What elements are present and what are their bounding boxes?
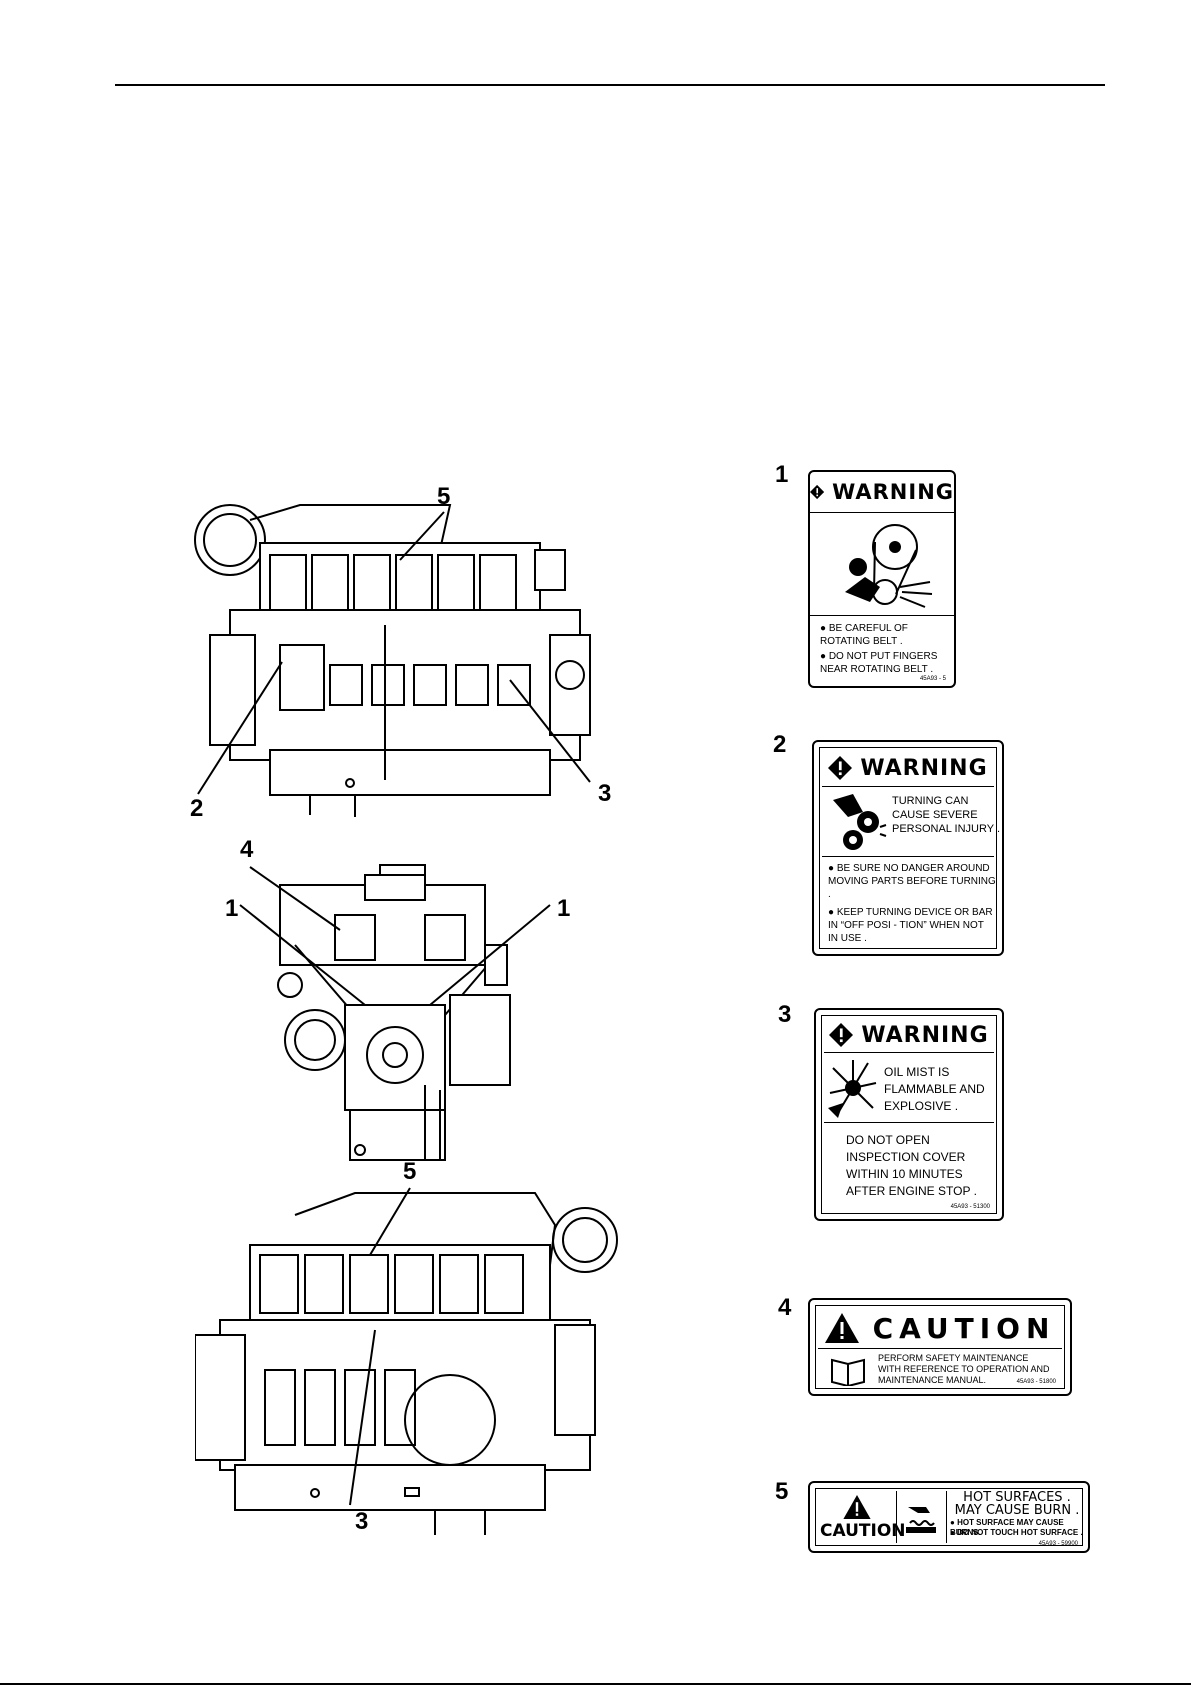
label2-message: TURNING CAN CAUSE SEVERE PERSONAL INJURY…	[892, 795, 1000, 835]
signal-word: CAUTION	[820, 1521, 906, 1541]
leader-lines-front	[239, 866, 551, 1006]
hot-surface-icon	[906, 1507, 936, 1533]
caution-triangle-icon	[824, 1313, 859, 1343]
engine-front-view	[277, 864, 511, 1161]
warning-diamond-icon	[810, 484, 825, 500]
label-code-1: 45A93 - 5	[919, 676, 946, 682]
rotating-belt-icon	[845, 524, 933, 608]
explosion-icon	[828, 1060, 877, 1118]
warning-diamond-icon	[828, 756, 853, 780]
bullet-2-2: ● KEEP TURNING DEVICE OR BAR IN “OFF POS…	[828, 907, 993, 944]
callout-3-top: 3	[598, 780, 612, 807]
warning-label-1: WARNING ● BE CAREFUL OF ROTATING BELT . …	[808, 470, 956, 688]
label-number-3: 3	[778, 1001, 792, 1028]
signal-word: WARNING	[861, 1022, 989, 1048]
warning-label-3: WARNING OIL MIST IS FLAMMABLE AND EXPLOS…	[814, 1008, 1004, 1221]
label-number-2: 2	[773, 731, 787, 758]
bullet-5-1: ● HOT SURFACE MAY CAUSE BURNS.	[950, 1518, 1064, 1537]
bullet-1-1: ● BE CAREFUL OF ROTATING BELT .	[820, 623, 908, 647]
label3-message: OIL MIST IS FLAMMABLE AND EXPLOSIVE .	[884, 1065, 985, 1113]
bullet-1-2: ● DO NOT PUT FINGERS NEAR ROTATING BELT …	[820, 651, 938, 675]
label3-instruction: DO NOT OPEN INSPECTION COVER WITHIN 10 M…	[846, 1133, 977, 1198]
manual-book-icon	[831, 1358, 865, 1386]
leader-lines-top	[197, 511, 591, 795]
bullet-5-2: ● DO NOT TOUCH HOT SURFACE .	[950, 1528, 1083, 1537]
signal-word: WARNING	[860, 755, 988, 781]
caution-label-5: CAUTION HOT SURFACES . MAY CAUSE BURN . …	[808, 1481, 1090, 1553]
callout-4-front: 4	[240, 836, 254, 863]
label-code-5: 45A93 - 59900	[1038, 1541, 1078, 1547]
rotating-gear-hand-icon	[833, 794, 887, 850]
leader-lines-bottom	[349, 1187, 411, 1506]
header-rule	[115, 84, 1105, 86]
bullet-2-1: ● BE SURE NO DANGER AROUND MOVING PARTS …	[828, 863, 996, 900]
label5-heading: HOT SURFACES . MAY CAUSE BURN .	[954, 1490, 1080, 1518]
engine-side-view-bottom	[195, 1192, 618, 1535]
engine-side-view-top	[194, 504, 591, 817]
label4-message: PERFORM SAFETY MAINTENANCE WITH REFERENC…	[878, 1353, 1050, 1385]
callout-2-top: 2	[190, 795, 204, 822]
label-number-4: 4	[778, 1294, 792, 1321]
callout-3-bottom: 3	[355, 1508, 369, 1535]
warning-label-2: WARNING TURNING CAN CAUSE SEVERE PERSONA…	[812, 740, 1004, 956]
warning-diamond-icon	[829, 1023, 854, 1047]
signal-word: CAUTION	[872, 1311, 1056, 1345]
footer-rule	[0, 1683, 1191, 1685]
caution-label-4: CAUTION PERFORM SAFETY MAINTENANCE WITH …	[808, 1298, 1072, 1396]
callout-1-front-right: 1	[557, 895, 571, 922]
label-code-3: 45A93 - 51300	[950, 1204, 990, 1210]
callout-5-top: 5	[437, 483, 451, 510]
callout-5-bottom: 5	[403, 1158, 417, 1185]
signal-word: WARNING	[832, 480, 954, 504]
label-number-5: 5	[775, 1478, 789, 1505]
callout-1-front-left: 1	[225, 895, 239, 922]
label-number-1: 1	[775, 461, 789, 488]
caution-triangle-icon	[843, 1495, 871, 1519]
label-code-4: 45A93 - 51800	[1016, 1379, 1056, 1385]
